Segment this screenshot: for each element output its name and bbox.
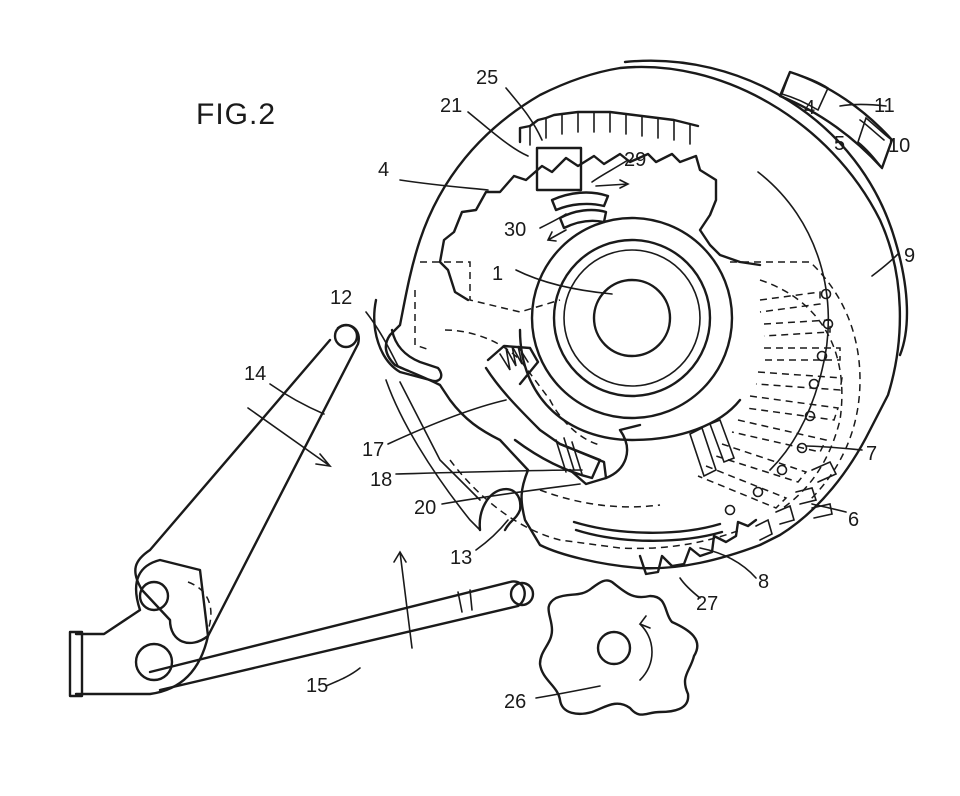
- dashed-contour-a: [420, 261, 561, 313]
- hatched-arc-30: [558, 208, 608, 230]
- scale-hatch-b: [857, 116, 893, 170]
- bracket-dashed: [187, 581, 212, 631]
- label-29: 29: [624, 149, 646, 171]
- comb-teeth-top: [518, 110, 700, 144]
- hatched-block-25: [535, 146, 583, 192]
- lever-arm-12: [373, 298, 443, 383]
- label-26: 26: [504, 691, 526, 713]
- tooth-notches: [529, 111, 691, 146]
- base-wall-hatch: [68, 630, 84, 698]
- rim-9: [623, 59, 909, 357]
- label-18: 18: [370, 469, 392, 491]
- star-wheel-26: [538, 579, 699, 716]
- hub-ring-outer: [530, 216, 734, 420]
- label-10: 10: [888, 135, 910, 157]
- dashed-contour-f: [449, 459, 741, 550]
- scale-hatch-a: [780, 71, 830, 112]
- slot-8: [572, 520, 724, 542]
- pivot-pin-b: [134, 642, 174, 682]
- arrow-30: [546, 229, 567, 242]
- label-20: 20: [414, 497, 436, 519]
- label-8: 8: [758, 571, 769, 593]
- label-5: 5: [834, 133, 845, 155]
- pawl-17-body: [484, 366, 602, 480]
- base-bracket: [74, 558, 210, 696]
- disc-4-outline: [384, 65, 902, 570]
- pivot-pin-a: [138, 580, 170, 612]
- dashed-contour-d: [759, 279, 843, 511]
- label-6: 6: [848, 509, 859, 531]
- pawl-17: [486, 344, 540, 386]
- star-wheel-hub: [596, 630, 632, 666]
- lever-15-pivot: [509, 581, 535, 607]
- label-scale-4: 4: [804, 97, 815, 119]
- arrow-lever-14: [247, 407, 332, 468]
- label-25: 25: [476, 67, 498, 89]
- hook-20: [604, 423, 642, 480]
- label-15: 15: [306, 675, 328, 697]
- label-9: 9: [904, 245, 915, 267]
- label-4: 4: [378, 159, 389, 181]
- label-11: 11: [874, 95, 895, 117]
- latch-body: [385, 379, 481, 531]
- hub-ring-inner: [563, 249, 701, 387]
- label-12: 12: [330, 287, 352, 309]
- teeth-6: [689, 418, 838, 541]
- shaft-1: [592, 278, 672, 358]
- spring-17: [499, 345, 529, 371]
- lever-15-mark: [457, 589, 473, 613]
- label-1: 1: [492, 263, 503, 285]
- gear-teeth-27: [638, 518, 758, 576]
- lever-15: [148, 580, 526, 692]
- arrow-lever-15: [393, 550, 413, 649]
- slot-arc: [757, 171, 830, 471]
- label-14: 14: [244, 363, 266, 385]
- dashed-contour-b: [414, 290, 431, 351]
- label-21: 21: [440, 95, 462, 117]
- toothed-segment-21: [438, 152, 762, 302]
- arrow-29: [595, 179, 630, 189]
- lever-14-pivot: [333, 323, 359, 349]
- label-27: 27: [696, 593, 718, 615]
- hatched-arc-29: [550, 191, 610, 212]
- pin-row: [724, 288, 834, 516]
- arrow-star-wheel: [638, 615, 653, 681]
- hub-ring-middle: [552, 238, 712, 398]
- label-7: 7: [866, 443, 877, 465]
- block-shading: [555, 437, 583, 475]
- stepped-radial-teeth: [697, 291, 843, 509]
- leader-lines: [269, 87, 899, 699]
- label-17: 17: [362, 439, 384, 461]
- dashed-contour-g: [539, 489, 661, 508]
- latch-edge: [399, 381, 481, 501]
- dashed-contour-c: [730, 261, 861, 501]
- label-13: 13: [450, 547, 472, 569]
- label-30: 30: [504, 219, 526, 241]
- figure-title: FIG.2: [196, 98, 276, 131]
